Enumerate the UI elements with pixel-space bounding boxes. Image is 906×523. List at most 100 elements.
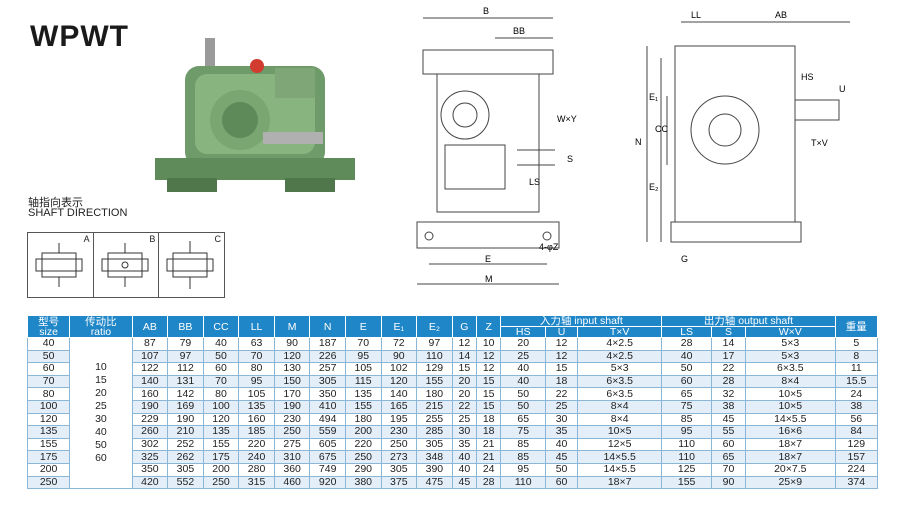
table-cell: 18 xyxy=(545,374,579,389)
table-cell: 15 xyxy=(475,399,502,414)
table-cell: 84 xyxy=(834,425,879,439)
table-cell: 120 xyxy=(273,349,311,364)
table-cell: 135 xyxy=(26,425,71,439)
table-cell: 920 xyxy=(309,475,346,490)
table-cell: 72 xyxy=(380,337,418,351)
table-cell: 257 xyxy=(309,362,346,376)
table-cell: 120 xyxy=(202,412,240,427)
table-cell: 45 xyxy=(451,475,478,490)
table-cell: 50 xyxy=(202,349,240,364)
table-cell: 155 xyxy=(26,437,71,452)
table-cell: 40 xyxy=(500,374,547,389)
table-cell: 65 xyxy=(661,387,712,401)
table-cell: 40 xyxy=(661,349,712,364)
col-g: G xyxy=(451,315,478,338)
table-cell: 38 xyxy=(710,399,746,414)
table-cell: 35 xyxy=(545,425,579,439)
table-cell: 25×9 xyxy=(744,475,836,490)
table-cell: 45 xyxy=(710,412,746,427)
table-cell: 348 xyxy=(416,450,453,464)
table-cell: 325 xyxy=(131,450,169,464)
table-cell: 25 xyxy=(500,349,547,364)
table-cell: 90 xyxy=(273,337,311,351)
table-cell: 250 xyxy=(273,425,311,439)
table-cell: 40 xyxy=(26,337,71,351)
table-cell: 255 xyxy=(416,412,453,427)
table-cell: 12 xyxy=(545,337,579,351)
table-cell: 374 xyxy=(834,475,879,490)
table-cell: 75 xyxy=(500,425,547,439)
table-cell: 135 xyxy=(238,399,275,414)
table-cell: 28 xyxy=(661,337,712,351)
table-cell: 35 xyxy=(451,437,478,452)
table-cell: 20 xyxy=(451,374,478,389)
table-cell: 475 xyxy=(416,475,453,490)
table-cell: 315 xyxy=(238,475,275,490)
table-cell: 180 xyxy=(416,387,453,401)
table-cell: 250 xyxy=(26,475,71,490)
table-cell: 55 xyxy=(710,425,746,439)
table-cell: 12 xyxy=(475,362,502,376)
table-cell: 14×5.5 xyxy=(577,450,663,464)
table-cell: 70 xyxy=(202,374,240,389)
dim-ll: LL xyxy=(691,10,701,20)
table-cell: 60 xyxy=(545,475,579,490)
table-cell: 6×3.5 xyxy=(744,362,836,376)
table-cell: 95 xyxy=(500,462,547,477)
table-cell: 11 xyxy=(834,362,879,376)
table-cell: 60 xyxy=(202,362,240,376)
table-cell: 129 xyxy=(416,362,453,376)
table-cell: 80 xyxy=(26,387,71,401)
table-cell: 229 xyxy=(131,412,169,427)
table-cell: 85 xyxy=(661,412,712,427)
table-cell: 14×5.5 xyxy=(577,462,663,477)
table-cell: 8×4 xyxy=(744,374,836,389)
table-cell: 155 xyxy=(202,437,240,452)
ratio-value: 10 xyxy=(95,361,107,374)
dim-b: B xyxy=(483,6,489,16)
table-cell: 15 xyxy=(545,362,579,376)
table-cell: 90 xyxy=(380,349,418,364)
col-txv: T×V xyxy=(577,326,663,338)
table-cell: 40 xyxy=(202,337,240,351)
table-cell: 120 xyxy=(380,374,418,389)
table-cell: 60 xyxy=(710,437,746,452)
table-cell: 5 xyxy=(834,337,879,351)
col-z: Z xyxy=(475,315,502,338)
table-cell: 110 xyxy=(661,437,712,452)
table-cell: 5×3 xyxy=(744,349,836,364)
direction-a: A xyxy=(28,233,94,297)
table-cell: 40 xyxy=(500,362,547,376)
table-cell: 100 xyxy=(202,399,240,414)
table-cell: 97 xyxy=(167,349,204,364)
table-cell: 302 xyxy=(131,437,169,452)
table-cell: 140 xyxy=(380,387,418,401)
table-cell: 190 xyxy=(131,399,169,414)
table-cell: 22 xyxy=(545,387,579,401)
ratio-value: 30 xyxy=(95,413,107,426)
dim-e2: E₂ xyxy=(649,182,659,192)
table-cell: 112 xyxy=(167,362,204,376)
direction-a-diagram xyxy=(35,243,83,287)
dim-hs: HS xyxy=(801,72,814,82)
shaft-direction-diagrams: A B C xyxy=(27,232,225,298)
table-cell: 20 xyxy=(500,337,547,351)
table-cell: 110 xyxy=(416,349,453,364)
table-cell: 75 xyxy=(661,399,712,414)
table-cell: 65 xyxy=(500,412,547,427)
table-cell: 187 xyxy=(309,337,346,351)
table-cell: 10×5 xyxy=(577,425,663,439)
table-cell: 200 xyxy=(26,462,71,477)
table-cell: 70 xyxy=(710,462,746,477)
table-cell: 70 xyxy=(238,349,275,364)
table-cell: 87 xyxy=(131,337,169,351)
table-cell: 90 xyxy=(710,475,746,490)
